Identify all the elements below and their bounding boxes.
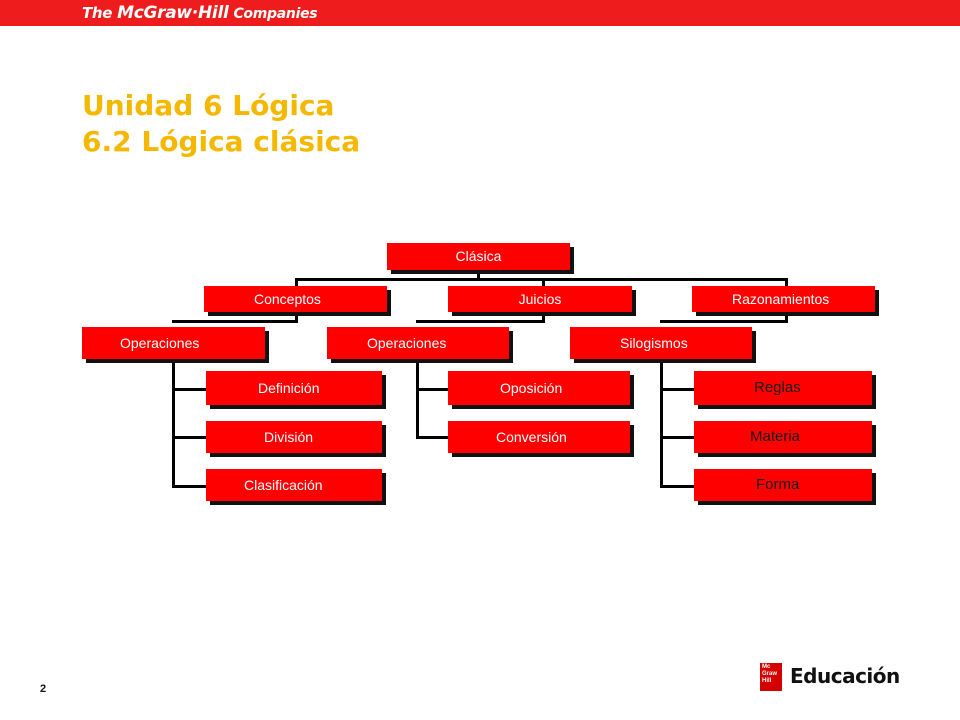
connector-definicion [172,388,206,391]
brand-suffix: Companies [233,6,318,22]
connector-conceptos-up [295,278,298,286]
node-razonamientos: Razonamientos [692,286,875,312]
connector-reglas [660,388,694,391]
connector-razonamientos-bar [660,320,788,323]
connector-conceptos-down [295,312,298,322]
slide-title: Unidad 6 Lógica 6.2 Lógica clásica [82,88,360,160]
node-oposicion: Oposición [448,371,630,405]
node-definicion: Definición [206,371,382,405]
connector-razonamientos-up [785,278,788,286]
node-silogismos: Silogismos [570,327,752,359]
connector-conceptos-bar [172,320,298,323]
brand-prefix: The [82,4,113,22]
title-line-2: 6.2 Lógica clásica [82,125,361,158]
connector-juicios-down [542,312,545,322]
node-clasificacion: Clasificación [206,469,382,501]
connector-level1-bar [295,278,788,281]
node-conceptos: Conceptos [204,286,387,312]
connector-forma [660,485,694,488]
header-bar: The McGraw·Hill Companies [0,0,960,26]
connector-materia [660,436,694,439]
connector-razonamientos-down [785,312,788,322]
connector-oposicion [416,388,448,391]
connector-conversion [416,436,448,439]
node-clasica: Clásica [387,243,570,270]
connector-juicios-bar [416,320,545,323]
connector-clasificacion [172,485,206,488]
node-reglas: Reglas [694,371,872,405]
connector-operaciones2-trunk [416,360,419,439]
node-forma: Forma [694,469,872,501]
node-juicios: Juicios [448,286,632,312]
node-materia: Materia [694,421,872,453]
connector-division [172,436,206,439]
mcgraw-hill-logo-mark: Mc Graw Hill [760,663,782,691]
brand-logo: The McGraw·Hill Companies [82,3,318,23]
brand-name: McGraw·Hill [117,3,229,23]
connector-operaciones1-trunk [172,360,175,488]
node-conversion: Conversión [448,421,630,453]
page-number: 2 [40,683,47,695]
connector-root-down [477,270,480,280]
educacion-logo-text: Educación [790,664,900,688]
connector-silogismos-trunk [660,360,663,488]
node-operaciones-juicios: Operaciones [327,327,509,359]
node-operaciones-conceptos: Operaciones [82,327,265,359]
title-line-1: Unidad 6 Lógica [82,89,335,122]
node-division: División [206,421,382,453]
connector-juicios-up [542,278,545,286]
